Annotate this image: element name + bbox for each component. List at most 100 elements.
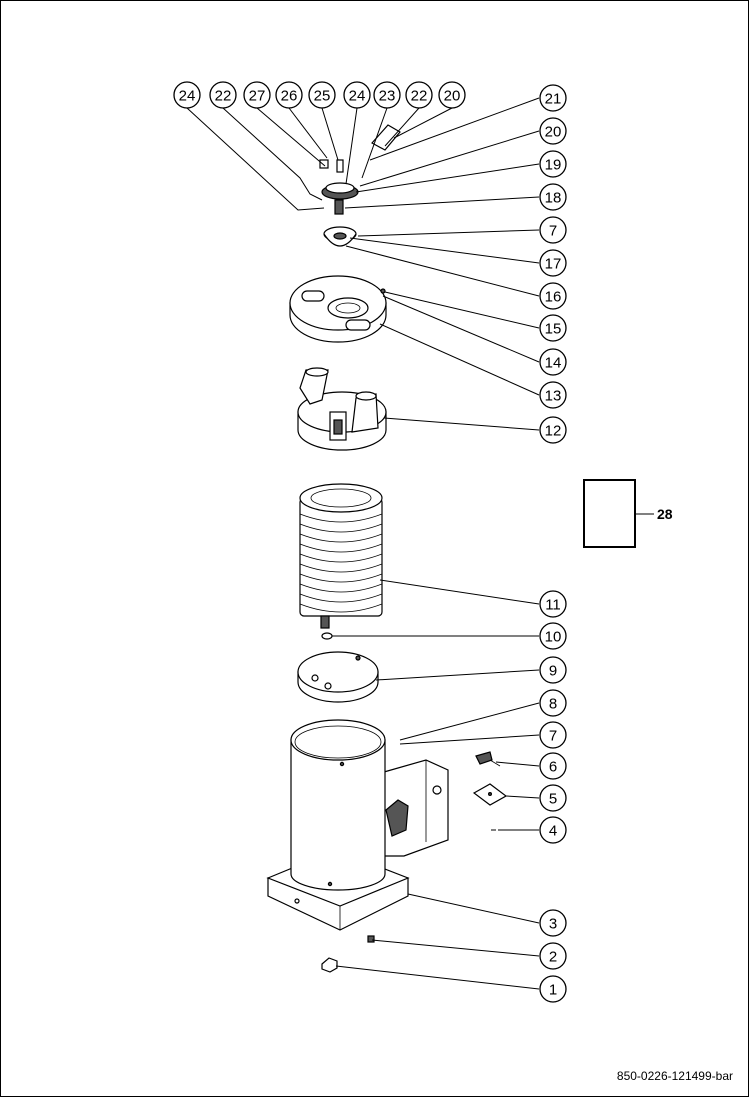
callout-circle	[539, 909, 567, 937]
callout-number: 16	[545, 289, 562, 306]
callout-balloon: 16	[539, 282, 567, 310]
callout-balloon: 7	[539, 216, 567, 244]
callout-balloon: 17	[539, 249, 567, 277]
callout-balloon: 14	[539, 348, 567, 376]
callout-circle	[539, 216, 567, 244]
callout-number: 22	[215, 88, 232, 105]
callout-number: 4	[549, 823, 557, 840]
callout-balloon: 23	[373, 81, 401, 109]
callout-circle	[539, 183, 567, 211]
callout-number: 5	[549, 791, 557, 808]
callout-balloon: 9	[539, 656, 567, 684]
callout-number: 24	[179, 88, 196, 105]
callout-balloon: 5	[539, 784, 567, 812]
callout-number: 9	[549, 663, 557, 680]
callout-balloon: 12	[539, 416, 567, 444]
callout-balloon: 18	[539, 183, 567, 211]
callout-number: 10	[545, 629, 562, 646]
callout-balloon: 8	[539, 689, 567, 717]
callout-number: 22	[411, 88, 428, 105]
callout-circle	[373, 81, 401, 109]
callout-circle	[539, 816, 567, 844]
callout-circle	[539, 117, 567, 145]
loose-hardware	[472, 751, 508, 831]
callout-balloon: 2	[539, 942, 567, 970]
callout-balloon: 13	[539, 381, 567, 409]
callout-number: 3	[549, 916, 557, 933]
callout-circle	[243, 81, 271, 109]
callout-balloon: 11	[539, 590, 567, 618]
callout-balloon: 6	[539, 752, 567, 780]
callout-circle	[438, 81, 466, 109]
callout-balloon: 26	[275, 81, 303, 109]
callout-circle	[539, 150, 567, 178]
callout-balloon: 19	[539, 150, 567, 178]
callout-circle	[539, 348, 567, 376]
callout-number: 11	[545, 597, 561, 614]
callout-number: 26	[281, 88, 298, 105]
callout-circle	[539, 282, 567, 310]
callout-circle	[308, 81, 336, 109]
heat-coil	[299, 483, 383, 640]
baffle-assembly	[297, 367, 387, 451]
bottom-plate	[297, 651, 379, 703]
callout-number: 17	[545, 256, 562, 273]
callout-circle	[539, 752, 567, 780]
callout-circle	[209, 81, 237, 109]
callout-circle	[405, 81, 433, 109]
callout-number: 15	[545, 321, 562, 338]
callout-number: 21	[545, 91, 562, 108]
callout-number: 23	[379, 88, 396, 105]
callout-balloon: 22	[209, 81, 237, 109]
callout-number: 13	[545, 388, 562, 405]
callout-balloon: 15	[539, 314, 567, 342]
callout-circle	[539, 784, 567, 812]
callout-number: 27	[249, 88, 266, 105]
callout-circle	[539, 314, 567, 342]
callout-circle	[539, 622, 567, 650]
callout-balloon: 24	[343, 81, 371, 109]
callout-number: 1	[549, 982, 557, 999]
callout-balloon: 4	[539, 816, 567, 844]
cylinder-housing	[266, 719, 449, 973]
callout-number: 20	[545, 124, 562, 141]
document-number: 850-0226-121499-bar	[616, 1069, 733, 1083]
callout-balloon: 22	[405, 81, 433, 109]
callout-balloon: 24	[173, 81, 201, 109]
reference-box	[583, 479, 636, 548]
callout-balloon: 3	[539, 909, 567, 937]
callout-circle	[539, 942, 567, 970]
callout-balloon: 20	[539, 117, 567, 145]
callout-number: 25	[314, 88, 331, 105]
callout-balloon: 25	[308, 81, 336, 109]
callout-balloon: 1	[539, 975, 567, 1003]
callout-circle	[173, 81, 201, 109]
callout-circle	[275, 81, 303, 109]
callout-circle	[539, 656, 567, 684]
callout-balloon: 27	[243, 81, 271, 109]
callout-number: 6	[549, 759, 557, 776]
reference-box-label: 28	[657, 506, 673, 522]
callout-number: 7	[549, 728, 557, 745]
callout-number: 19	[545, 157, 562, 174]
top-row-callouts: 24 22 27 26 25 24 23 22 20	[173, 81, 466, 109]
callout-number: 20	[444, 88, 461, 105]
leader-lines	[186, 97, 654, 990]
callout-number: 14	[545, 355, 562, 372]
callout-number: 12	[545, 423, 562, 440]
callout-circle	[343, 81, 371, 109]
callout-circle	[539, 84, 567, 112]
callout-balloon: 20	[438, 81, 466, 109]
callout-balloon: 21	[539, 84, 567, 112]
top-valve-assembly	[319, 124, 401, 215]
callout-number: 8	[549, 696, 557, 713]
bowl-fitting	[323, 226, 357, 247]
callout-circle	[539, 975, 567, 1003]
callout-number: 18	[545, 190, 562, 207]
callout-balloon: 10	[539, 622, 567, 650]
callout-circle	[539, 416, 567, 444]
callout-circle	[539, 689, 567, 717]
callout-circle	[539, 721, 567, 749]
